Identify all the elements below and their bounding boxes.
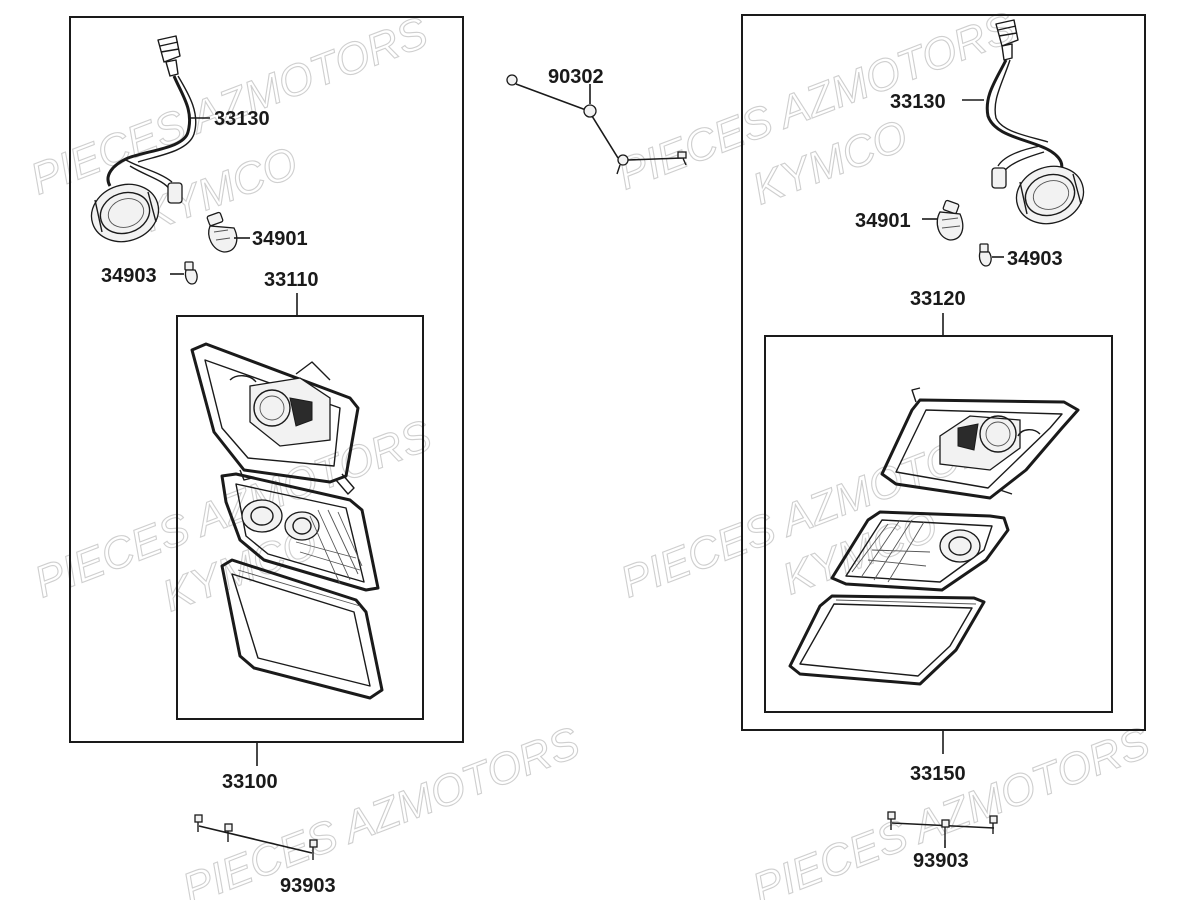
left-lamp-unit-frame: [176, 315, 424, 720]
left-assembly: 33130 34901 34903 33110: [69, 16, 464, 897]
left-lens-part[interactable]: [220, 558, 384, 700]
left-assembly-frame: [69, 16, 464, 743]
right-headlamp-housing-part[interactable]: [880, 387, 1080, 500]
left-reflector-part[interactable]: [220, 472, 380, 592]
part-label-34903[interactable]: 34903: [101, 265, 157, 287]
left-headlamp-housing-part[interactable]: [190, 342, 360, 495]
right-wiring-socket-part[interactable]: [985, 19, 1091, 232]
left-small-bulb-part[interactable]: [184, 261, 198, 285]
right-bulb-part[interactable]: [936, 199, 964, 241]
part-label-93903[interactable]: 93903: [280, 875, 336, 897]
right-screws-part[interactable]: [887, 811, 998, 840]
left-screws-part[interactable]: [194, 814, 318, 860]
part-label-34903[interactable]: 34903: [1007, 248, 1063, 270]
part-label-33130[interactable]: 33130: [890, 91, 946, 113]
part-label-93903[interactable]: 93903: [913, 850, 969, 872]
right-small-bulb-part[interactable]: [978, 243, 992, 267]
harness-part[interactable]: [506, 74, 687, 175]
part-label-33130[interactable]: 33130: [214, 108, 270, 130]
part-label-33110[interactable]: 33110: [264, 269, 319, 291]
right-lamp-unit-frame: [764, 335, 1113, 713]
left-bulb-part[interactable]: [206, 211, 238, 253]
right-assembly: 33130 34901 34903 33120: [741, 14, 1146, 872]
part-label-33100[interactable]: 33100: [222, 771, 278, 793]
right-reflector-part[interactable]: [830, 510, 1010, 592]
part-label-33120[interactable]: 33120: [910, 288, 966, 310]
right-lens-part[interactable]: [788, 594, 986, 686]
part-label-33150[interactable]: 33150: [910, 763, 966, 785]
watermark-text: PIECES AZMOTORS: [746, 718, 1156, 900]
left-wiring-socket-part[interactable]: [84, 35, 197, 250]
watermark-text: PIECES AZMOTORS: [176, 718, 586, 900]
part-label-34901[interactable]: 34901: [855, 210, 911, 232]
part-label-90302[interactable]: 90302: [548, 66, 604, 88]
part-label-34901[interactable]: 34901: [252, 228, 308, 250]
center-harness: 90302: [506, 66, 687, 175]
